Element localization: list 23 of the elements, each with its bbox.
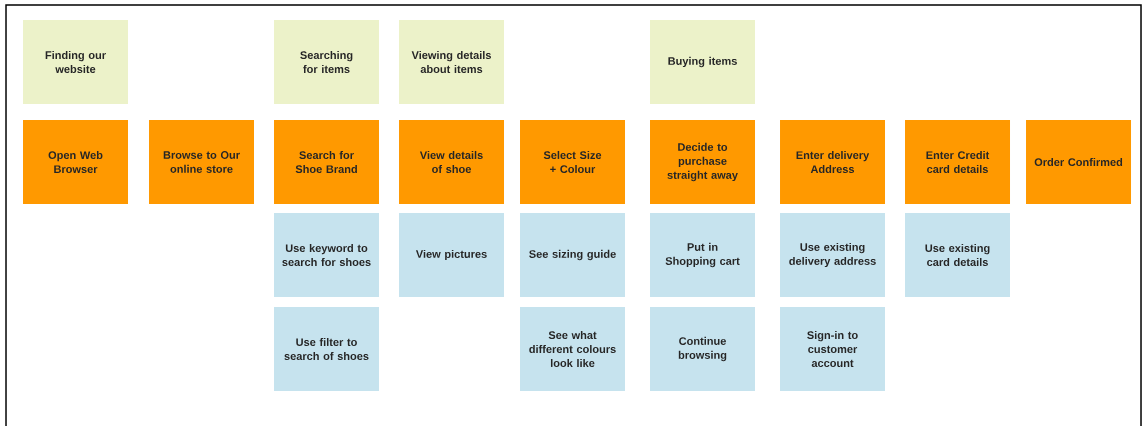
task-note: Search for Shoe Brand <box>274 120 379 204</box>
detail-note: Put in Shopping cart <box>650 213 755 297</box>
activity-note: Buying items <box>650 20 755 104</box>
detail-note: Sign-in to customer account <box>780 307 885 391</box>
detail-note: Use existing delivery address <box>780 213 885 297</box>
task-note: Enter delivery Address <box>780 120 885 204</box>
task-note: Enter Credit card details <box>905 120 1010 204</box>
detail-note: Use keyword to search for shoes <box>274 213 379 297</box>
task-note: Decide to purchase straight away <box>650 120 755 204</box>
detail-note: Use filter to search of shoes <box>274 307 379 391</box>
activity-note: Searching for items <box>274 20 379 104</box>
detail-note: See sizing guide <box>520 213 625 297</box>
activity-note: Viewing details about items <box>399 20 504 104</box>
task-note: Select Size + Colour <box>520 120 625 204</box>
detail-note: See what different colours look like <box>520 307 625 391</box>
detail-note: Continue browsing <box>650 307 755 391</box>
task-note: View details of shoe <box>399 120 504 204</box>
task-note: Order Confirmed <box>1026 120 1131 204</box>
activity-note: Finding our website <box>23 20 128 104</box>
task-note: Browse to Our online store <box>149 120 254 204</box>
detail-note: View pictures <box>399 213 504 297</box>
task-note: Open Web Browser <box>23 120 128 204</box>
detail-note: Use existing card details <box>905 213 1010 297</box>
